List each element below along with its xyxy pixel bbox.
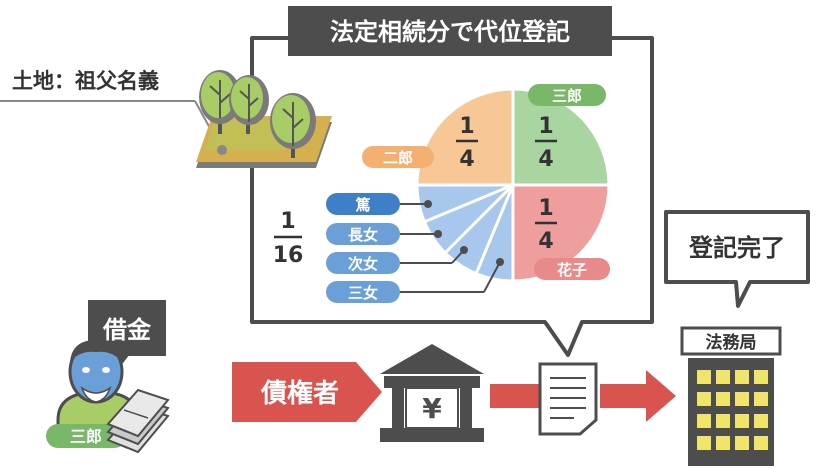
leader-third-daughter-diag bbox=[483, 261, 501, 293]
tag-second-daughter bbox=[326, 252, 400, 274]
pie-divider-2 bbox=[423, 183, 514, 224]
land-label: 土地：祖父名義 bbox=[12, 69, 159, 93]
pie-divider-3 bbox=[474, 184, 515, 275]
land-icon bbox=[196, 70, 332, 168]
tag-second-daughter-label: 次女 bbox=[348, 255, 378, 273]
completion-label: 登記完了 bbox=[688, 234, 785, 262]
fraction-jiro-denominator: 4 bbox=[459, 147, 474, 172]
tag-hanako-label: 花子 bbox=[557, 261, 587, 279]
inheritance-pie bbox=[415, 87, 611, 283]
fraction-hanako-denominator: 4 bbox=[538, 229, 553, 254]
fraction-small-denominator: 16 bbox=[273, 243, 304, 268]
tag-saburo bbox=[528, 84, 606, 106]
debtor-name: 三郎 bbox=[70, 427, 102, 446]
registry-office-label: 法務局 bbox=[706, 332, 757, 353]
fraction-jiro-numerator: 1 bbox=[459, 114, 474, 139]
leader-dot-third-daughter bbox=[496, 258, 504, 266]
tag-third-daughter bbox=[326, 281, 400, 303]
fraction-jiro: 1 4 bbox=[456, 114, 478, 172]
leader-dot-atsushi bbox=[424, 200, 432, 208]
bank-icon bbox=[380, 344, 484, 442]
tag-eldest-daughter bbox=[326, 223, 400, 245]
tag-third-daughter-label: 三女 bbox=[348, 284, 378, 302]
leader-dot-second-daughter bbox=[460, 246, 468, 254]
yen-symbol: ¥ bbox=[422, 392, 442, 425]
pie-slice-jiro bbox=[415, 87, 515, 187]
document-icon bbox=[538, 362, 598, 436]
money-stack-icon bbox=[106, 388, 170, 454]
arrow-document-to-registry-head bbox=[646, 370, 676, 422]
debt-label: 借金 bbox=[102, 316, 152, 344]
tag-atsushi bbox=[326, 193, 400, 215]
tag-jiro bbox=[362, 146, 434, 168]
debtor-name-tag bbox=[46, 424, 126, 448]
fraction-small-numerator: 1 bbox=[280, 209, 295, 234]
page-title: 法定相続分で代位登記 bbox=[330, 18, 570, 46]
pie-slice-hanako bbox=[511, 183, 611, 283]
fraction-saburo-denominator: 4 bbox=[538, 147, 553, 172]
fraction-hanako-numerator: 1 bbox=[538, 196, 553, 221]
tag-saburo-label: 三郎 bbox=[552, 87, 582, 105]
pie-divider-1 bbox=[443, 183, 515, 255]
creditor-label: 債権者 bbox=[260, 378, 339, 409]
registry-building-icon bbox=[688, 358, 774, 466]
fraction-small: 1 16 bbox=[273, 209, 304, 268]
arrow-creditor-to-document bbox=[490, 384, 542, 408]
leader-dot-eldest-daughter bbox=[434, 230, 442, 238]
registry-sign bbox=[680, 326, 782, 356]
completion-bubble bbox=[664, 210, 810, 308]
tag-jiro-label: 二郎 bbox=[383, 149, 413, 167]
fraction-saburo: 1 4 bbox=[535, 114, 557, 172]
arrow-document-to-registry-body bbox=[600, 384, 646, 408]
pie-slice-saburo bbox=[511, 87, 611, 187]
creditor-label-box bbox=[232, 362, 382, 422]
fraction-hanako: 1 4 bbox=[535, 196, 557, 254]
tag-atsushi-label: 篤 bbox=[355, 196, 370, 214]
tag-eldest-daughter-label: 長女 bbox=[348, 226, 378, 244]
fraction-saburo-numerator: 1 bbox=[538, 114, 553, 139]
tag-hanako bbox=[534, 258, 610, 280]
title-bar bbox=[288, 6, 612, 56]
